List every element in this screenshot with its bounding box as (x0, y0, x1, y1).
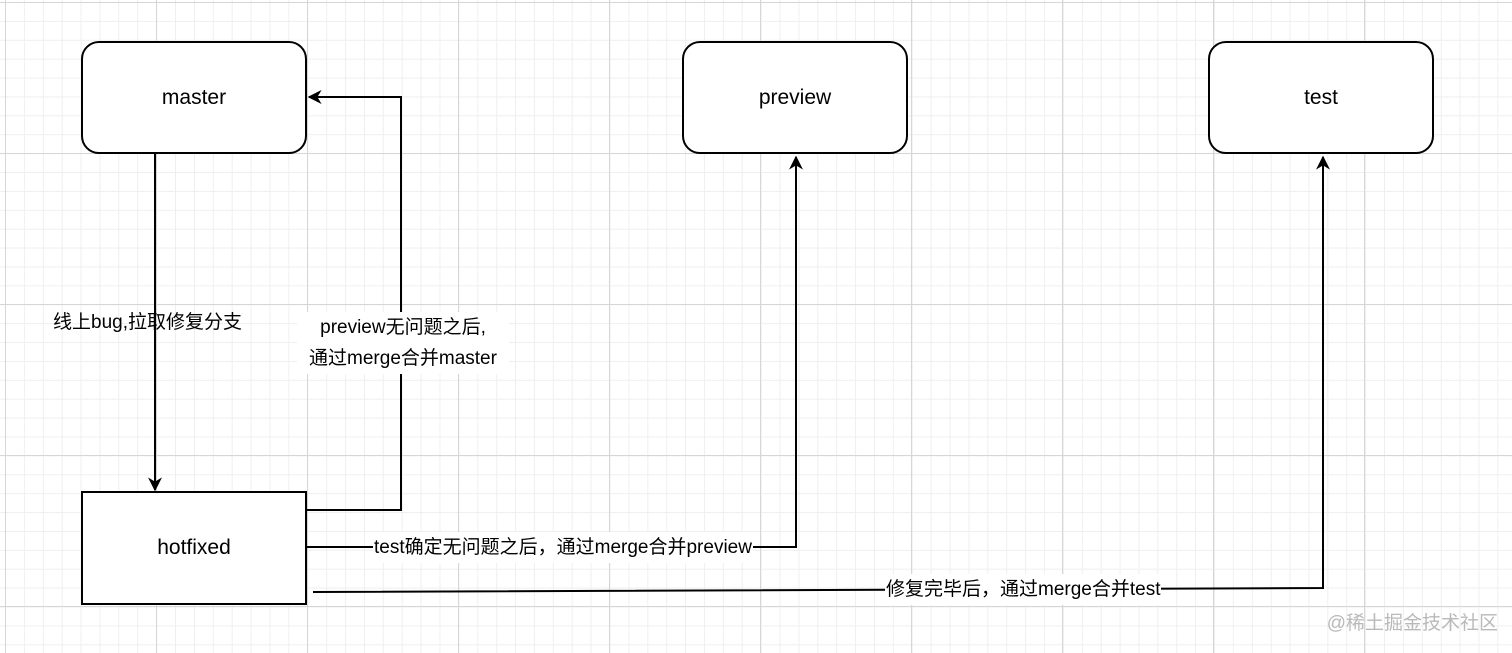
node-test: test (1208, 41, 1434, 154)
edge-hotfixed-to-master (307, 90, 402, 511)
edge-label-merge-master: preview无问题之后, 通过merge合并master (297, 312, 509, 374)
edge-label-merge-master-line2: 通过merge合并master (309, 348, 497, 369)
watermark: @稀土掘金技术社区 (1326, 613, 1498, 634)
edge-label-merge-test: 修复完毕后，通过merge合并test (885, 574, 1162, 605)
edge-hotfixed-to-test (312, 155, 1330, 593)
edge-label-pull-branch: 线上bug,拉取修复分支 (53, 312, 242, 333)
edge-label-merge-master-line1: preview无问题之后, (320, 317, 486, 338)
node-hotfixed: hotfixed (81, 491, 307, 605)
node-master: master (81, 41, 307, 154)
node-preview: preview (682, 41, 908, 154)
edge-label-merge-preview: test确定无问题之后，通过merge合并preview (373, 532, 753, 563)
